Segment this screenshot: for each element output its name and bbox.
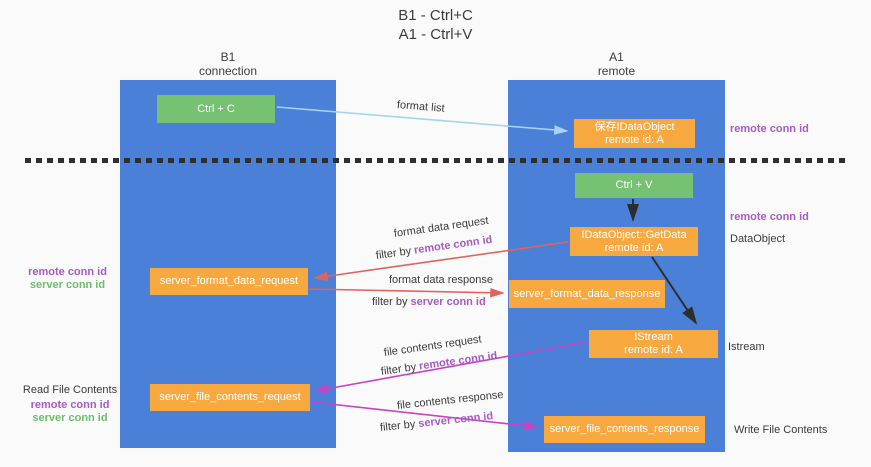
- left-server-conn-id-label: server conn id: [29, 279, 106, 291]
- istream-line1: IStream: [634, 331, 673, 343]
- left-bottom-remote-conn-id-label: remote conn id: [30, 399, 110, 411]
- title-line-2: A1 - Ctrl+V: [398, 26, 473, 43]
- read-file-contents-label: Read File Contents: [22, 384, 118, 396]
- dataobject-label: DataObject: [730, 233, 786, 245]
- server-format-data-request-box: server_format_data_request: [150, 268, 308, 295]
- filter-by-text: filter by: [372, 296, 411, 308]
- istream-box: IStream remote id: A: [589, 330, 718, 358]
- remote-conn-id-text: remote conn id: [413, 233, 494, 257]
- ctrl-c-label: Ctrl + C: [197, 102, 235, 115]
- istream-line2: remote id: A: [624, 344, 683, 356]
- dashed-separator-line: [25, 158, 845, 163]
- filter-by-text: filter by: [379, 418, 419, 434]
- format-list-label: format list: [396, 99, 446, 115]
- server-format-data-response-box: server_format_data_response: [509, 280, 665, 308]
- right-column-role: remote: [597, 64, 636, 78]
- right-mid-remote-conn-id-label: remote conn id: [730, 211, 809, 223]
- save-idataobject-line2: remote id: A: [605, 133, 664, 146]
- server-file-contents-request-box: server_file_contents_request: [150, 384, 310, 411]
- ctrl-v-box: Ctrl + V: [575, 173, 693, 198]
- ctrl-v-label: Ctrl + V: [615, 179, 653, 191]
- format-data-response-filter-label: filter by server conn id: [372, 296, 486, 308]
- diagram-title: B1 - Ctrl+C A1 - Ctrl+V: [0, 6, 871, 44]
- filter-by-text: filter by: [380, 360, 420, 378]
- ctrl-c-box: Ctrl + C: [157, 95, 275, 123]
- arrow-format-data-response: [308, 287, 505, 298]
- file-contents-response-filter-label: filter by server conn id: [379, 410, 493, 434]
- server-conn-id-text: server conn id: [417, 410, 494, 430]
- getdata-line2: remote id: A: [604, 241, 664, 254]
- left-column-role: connection: [198, 64, 258, 78]
- server-format-data-response-label: server_format_data_response: [513, 287, 661, 300]
- right-column-header: A1 remote: [508, 50, 725, 78]
- left-remote-conn-id-label: remote conn id: [28, 266, 107, 278]
- filter-by-text: filter by: [375, 244, 415, 262]
- left-conn-id-block: remote conn id server conn id: [15, 266, 120, 292]
- right-top-remote-conn-id-label: remote conn id: [730, 123, 809, 135]
- save-idataobject-box: 保存IDataObject remote id: A: [574, 119, 695, 148]
- right-column-name: A1: [609, 50, 624, 64]
- left-bottom-server-conn-id-label: server conn id: [32, 412, 108, 424]
- server-file-contents-response-label: server_file_contents_response: [549, 423, 700, 435]
- save-idataobject-line1: 保存IDataObject: [594, 120, 675, 133]
- istream-side-label: Istream: [728, 341, 765, 353]
- title-line-1: B1 - Ctrl+C: [398, 7, 473, 24]
- left-column-header: B1 connection: [120, 50, 336, 78]
- getdata-line1: IDataObject::GetData: [581, 228, 687, 241]
- format-data-request-filter-label: filter by remote conn id: [375, 234, 493, 262]
- server-conn-id-text: server conn id: [410, 296, 486, 308]
- left-column-name: B1: [220, 50, 236, 64]
- format-data-response-label: format data response: [389, 274, 493, 286]
- write-file-contents-label: Write File Contents: [734, 424, 828, 436]
- file-contents-response-label: file contents response: [396, 388, 505, 412]
- server-format-data-request-label: server_format_data_request: [159, 275, 299, 287]
- server-file-contents-request-label: server_file_contents_request: [159, 391, 301, 403]
- read-file-contents-block: Read File Contents remote conn id server…: [15, 384, 125, 425]
- remote-conn-id-text: remote conn id: [418, 349, 499, 373]
- getdata-box: IDataObject::GetData remote id: A: [570, 227, 698, 256]
- server-file-contents-response-box: server_file_contents_response: [544, 416, 705, 443]
